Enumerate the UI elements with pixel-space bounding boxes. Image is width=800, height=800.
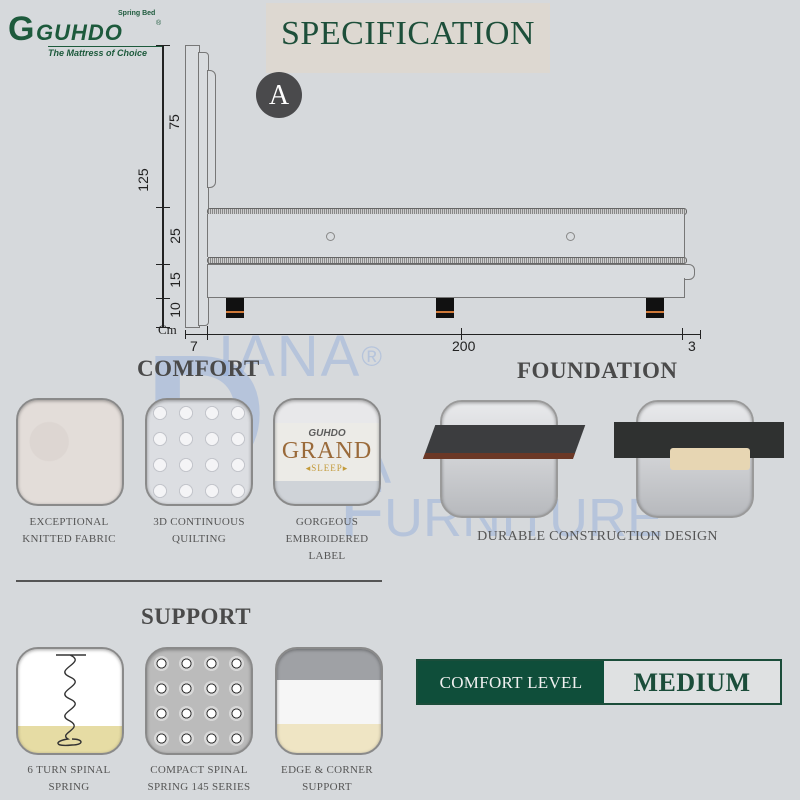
dim-headboard: 75 [166, 114, 182, 130]
tick [156, 327, 170, 328]
tick [156, 298, 170, 299]
dim-base: 15 [167, 272, 183, 288]
label-sub: ◂SLEEP▸ [305, 463, 349, 473]
horizontal-dimension-line [185, 334, 701, 335]
wooden-frame-foundation [411, 425, 594, 465]
quilting-swatch-icon [145, 398, 253, 506]
section-divider [16, 580, 382, 582]
knitted-fabric-swatch-icon [16, 398, 124, 506]
mattress-body [207, 214, 685, 257]
brand-logo: G Spring Bed GUHDO ® The Mattress of Cho… [8, 8, 168, 60]
logo-rule [48, 46, 162, 47]
dim-overhang: 3 [688, 338, 696, 354]
comfort-level-label: COMFORT LEVEL [418, 661, 604, 703]
logo-g-icon: G [8, 10, 35, 48]
bed-leg [436, 298, 454, 318]
headboard-panel [198, 52, 209, 326]
mattress-vent [566, 232, 575, 241]
dim-legs: 10 [167, 302, 183, 318]
embroidered-label-swatch-icon: GUHDO GRAND ◂SLEEP▸ [273, 398, 381, 506]
dim-headboard-thickness: 7 [190, 338, 198, 354]
tick [185, 330, 186, 339]
spiral-spring-icon [16, 647, 124, 755]
tick [461, 328, 462, 340]
foundation-caption: DURABLE CONSTRUCTION DESIGN [477, 529, 718, 544]
dim-unit: Cm [158, 322, 177, 337]
dim-length: 200 [452, 338, 476, 354]
logo-name: GUHDO [36, 20, 123, 45]
headboard-cushion [207, 70, 216, 188]
logo-tagline: The Mattress of Choice [48, 48, 148, 58]
tick [156, 264, 170, 265]
logo-subtitle: Spring Bed [118, 10, 156, 17]
mattress-vent [326, 232, 335, 241]
bed-base [207, 278, 685, 298]
bed-leg [646, 298, 664, 318]
comfort-level-value: MEDIUM [633, 668, 751, 697]
bed-leg [226, 298, 244, 318]
tick [207, 326, 208, 340]
wooden-frame-foundation-icon [440, 400, 558, 518]
comfort-level-indicator: COMFORT LEVEL MEDIUM [416, 659, 782, 705]
mattress-bottom-quilt [207, 257, 687, 264]
dim-total-height: 125 [135, 168, 151, 192]
pocket-spring-grid-icon [145, 647, 253, 755]
comfort-heading: COMFORT [137, 356, 260, 381]
dim-mattress: 25 [167, 228, 183, 244]
model-badge: A [256, 72, 302, 118]
title-banner: SPECIFICATION [266, 3, 550, 73]
tick [156, 45, 170, 46]
label-title: GRAND [281, 438, 373, 464]
tick [156, 207, 170, 208]
tick [682, 328, 683, 340]
support-heading: SUPPORT [141, 604, 252, 629]
foundation-heading: FOUNDATION [517, 358, 678, 383]
edge-corner-cutaway-icon [275, 647, 383, 755]
upholstered-box-foundation [614, 422, 784, 472]
page-title: SPECIFICATION [281, 15, 535, 52]
vertical-dimension-line [162, 45, 164, 328]
label-brand: GUHDO [308, 428, 346, 439]
tick [700, 330, 701, 339]
logo-registered-mark: ® [156, 20, 162, 27]
